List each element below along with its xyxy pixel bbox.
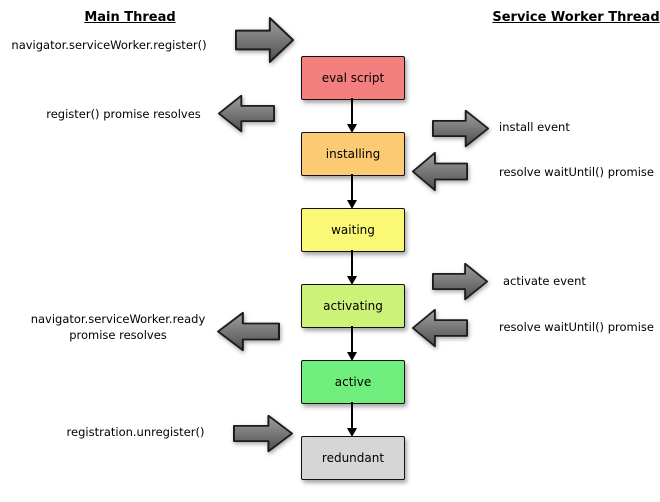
transition-arrow-icon [347, 326, 357, 361]
register-call-label: navigator.serviceWorker.register() [11, 38, 207, 52]
register-resolves-arrow-icon [217, 94, 275, 133]
transition-arrow-icon [347, 174, 357, 209]
state-box-installing: installing [301, 132, 405, 176]
install-waituntil-label: resolve waitUntil() promise [499, 165, 654, 179]
ready-arrow-icon [216, 311, 280, 352]
transition-arrow-icon [347, 250, 357, 285]
state-label: active [334, 375, 372, 389]
unregister-label: registration.unregister() [66, 425, 205, 439]
ready-promise-line2: promise resolves [69, 328, 167, 342]
install-waituntil-arrow-icon [411, 151, 468, 192]
state-box-active: active [301, 360, 405, 404]
activate-event-arrow-icon [432, 262, 489, 301]
unregister-arrow-icon [233, 414, 294, 453]
state-label: redundant [321, 451, 385, 465]
ready-promise-line1: navigator.serviceWorker.ready [30, 312, 206, 326]
state-label: activating [323, 299, 383, 313]
state-box-eval-script: eval script [301, 56, 405, 100]
install-event-label: install event [499, 120, 570, 134]
state-label: eval script [321, 71, 385, 85]
state-label: installing [325, 147, 381, 161]
service-worker-thread-header: Service Worker Thread [492, 10, 660, 25]
main-thread-header: Main Thread [84, 10, 176, 25]
activate-waituntil-label: resolve waitUntil() promise [499, 320, 654, 334]
transition-arrow-icon [347, 402, 357, 437]
state-label: waiting [331, 223, 375, 237]
transition-arrow-icon [347, 98, 357, 133]
ready-promise-label: navigator.serviceWorker.ready promise re… [18, 311, 218, 343]
activate-waituntil-arrow-icon [411, 308, 468, 348]
state-box-waiting: waiting [301, 208, 405, 252]
state-box-activating: activating [301, 284, 405, 328]
register-call-arrow-icon [235, 16, 295, 64]
install-event-arrow-icon [432, 109, 490, 148]
activate-event-label: activate event [503, 274, 586, 288]
state-box-redundant: redundant [301, 436, 405, 480]
register-resolves-label: register() promise resolves [46, 107, 201, 121]
